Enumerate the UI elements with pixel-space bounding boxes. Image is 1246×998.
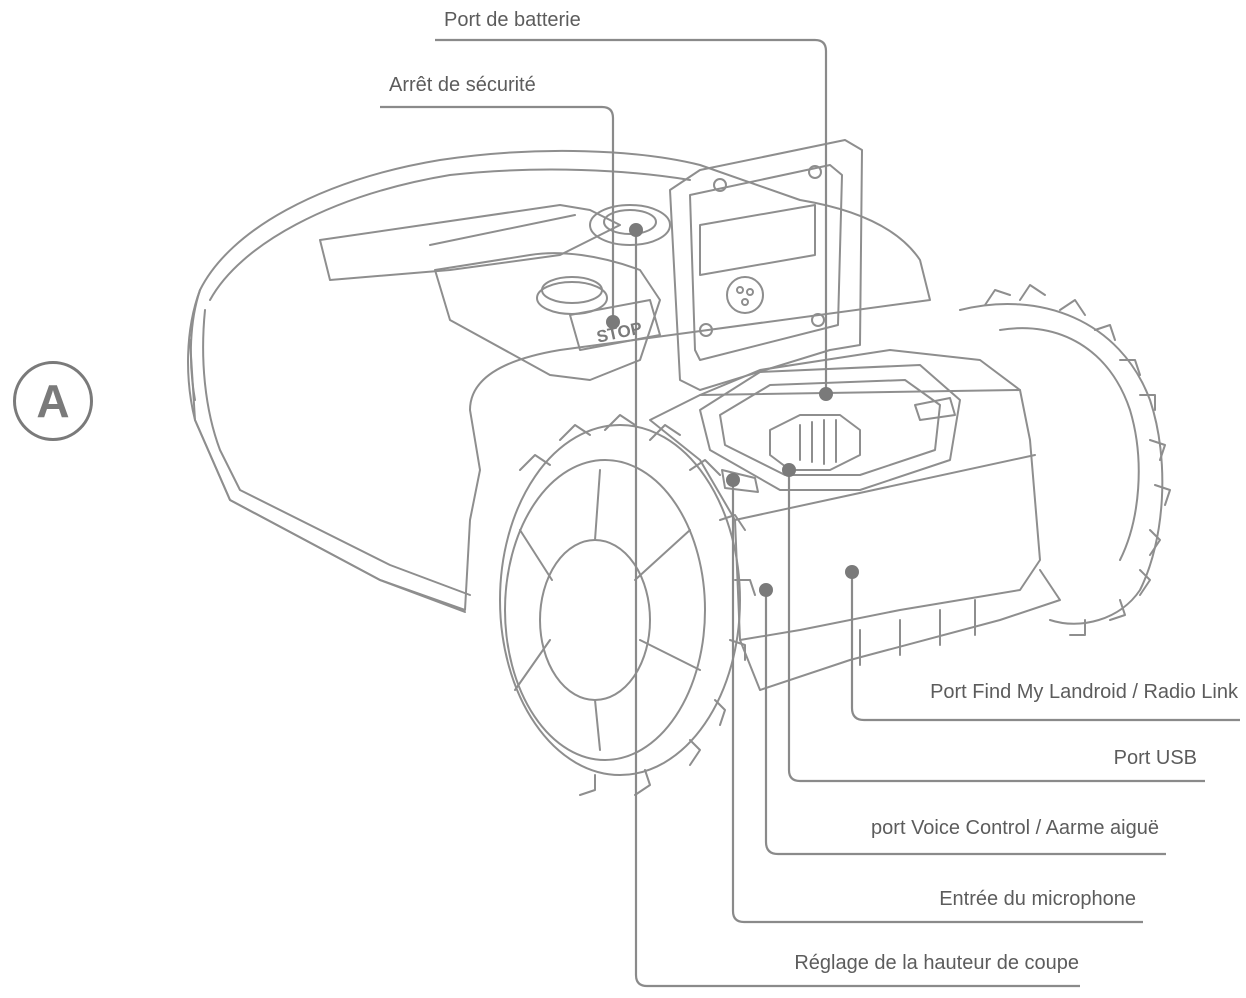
front-wheel-hub xyxy=(539,539,651,701)
leader-battery-port xyxy=(435,38,828,392)
lid-socket xyxy=(726,276,764,314)
figure-badge-letter: A xyxy=(36,375,70,427)
dot-usb xyxy=(782,463,796,477)
lid-screen xyxy=(699,204,816,276)
label-cutting-height: Réglage de la hauteur de coupe xyxy=(794,952,1079,974)
top-slot xyxy=(429,214,576,246)
body-shell xyxy=(187,149,931,611)
bumper-rim xyxy=(202,309,471,596)
lid-screw-d xyxy=(811,313,825,327)
lid-screw-b xyxy=(808,165,822,179)
front-wheel-rim xyxy=(504,459,706,761)
leader-voice-control xyxy=(764,590,1166,856)
figure-badge: A xyxy=(13,361,93,441)
knob-top xyxy=(541,276,603,304)
rear-wheel-inner xyxy=(999,327,1140,561)
top-recess xyxy=(319,204,621,281)
leader-find-my-landroid xyxy=(850,572,1240,722)
front-wheel-treads xyxy=(519,414,756,796)
leader-usb xyxy=(787,468,1205,783)
control-panel xyxy=(434,252,661,381)
lid-inner xyxy=(689,164,843,361)
battery-bay-inner xyxy=(719,379,941,476)
label-safety-stop: Arrêt de sécurité xyxy=(389,74,536,96)
label-find-my-landroid: Port Find My Landroid / Radio Link xyxy=(930,681,1238,703)
height-knob-inner xyxy=(603,209,657,235)
lid-socket-pin-c xyxy=(741,298,749,306)
connector-ribs xyxy=(799,419,837,465)
leader-safety-stop xyxy=(380,105,615,320)
label-battery-port: Port de batterie xyxy=(444,9,581,31)
front-wheel-spokes xyxy=(514,469,701,751)
dot-find-my-landroid xyxy=(845,565,859,579)
stop-plate xyxy=(569,299,661,351)
skirt xyxy=(739,569,1061,691)
skirt-ribs xyxy=(859,599,976,666)
front-edge xyxy=(189,289,201,401)
dot-safety-stop xyxy=(606,315,620,329)
rear-housing-top xyxy=(699,389,1021,396)
dot-microphone xyxy=(726,473,740,487)
label-usb-port: Port USB xyxy=(1113,747,1197,769)
leader-cutting-height xyxy=(634,232,1080,988)
lid-screw-c xyxy=(699,323,713,337)
rear-wheel xyxy=(959,303,1164,625)
lid-socket-pin-b xyxy=(746,288,754,296)
battery-connector xyxy=(769,414,861,471)
bumper-inner xyxy=(209,168,691,301)
mic-port xyxy=(721,469,759,493)
dot-voice-control xyxy=(759,583,773,597)
leader-microphone xyxy=(731,480,1143,924)
front-wheel xyxy=(499,424,741,776)
lid xyxy=(669,139,863,391)
bumper-lower xyxy=(189,339,466,613)
battery-bay xyxy=(699,364,961,491)
lid-screw-a xyxy=(713,178,727,192)
label-voice-control: port Voice Control / Aarme aiguë xyxy=(871,817,1159,839)
usb-slot xyxy=(914,397,956,421)
dot-cutting-height xyxy=(629,223,643,237)
lid-socket-pin-a xyxy=(736,286,744,294)
rear-wheel-treads xyxy=(984,284,1171,636)
dot-battery-port xyxy=(819,387,833,401)
height-knob xyxy=(589,204,671,246)
label-microphone: Entrée du microphone xyxy=(939,888,1136,910)
rear-housing-edge xyxy=(734,454,1036,521)
